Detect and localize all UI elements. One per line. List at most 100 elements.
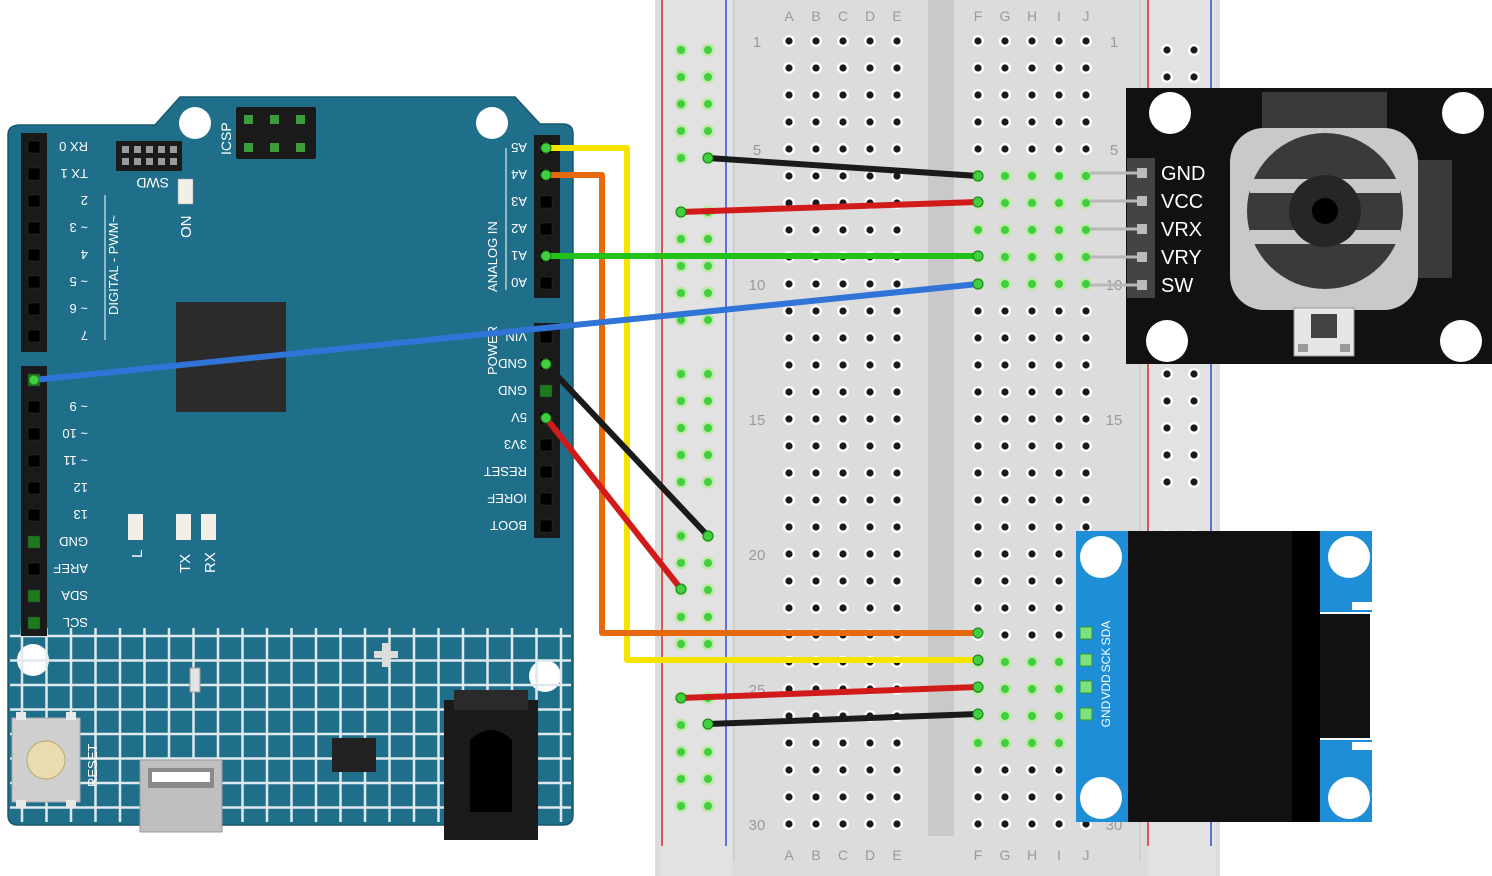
breadboard-hole <box>810 278 822 290</box>
hole-core <box>812 415 820 423</box>
hole-core <box>974 37 982 45</box>
icsp-label: ICSP <box>218 122 234 155</box>
hole-core <box>893 577 901 585</box>
breadboard-hole <box>1053 575 1065 587</box>
analog-header <box>534 135 560 298</box>
hole-core <box>785 334 793 342</box>
hole-active <box>1055 712 1063 720</box>
breadboard-hole <box>998 223 1012 237</box>
breadboard-hole <box>998 277 1012 291</box>
swd-pin <box>170 146 177 153</box>
joystick-mount-hole <box>1146 320 1188 362</box>
digital-pin-label: ~ 5 <box>70 274 88 289</box>
hole-active <box>677 262 685 270</box>
hole-active <box>1055 739 1063 747</box>
wire-endpoint <box>540 169 552 181</box>
breadboard-hole <box>1026 89 1038 101</box>
rail-hole <box>701 448 715 462</box>
breadboard-hole <box>837 359 849 371</box>
hole-core <box>1028 631 1036 639</box>
wire-black-joystick-gnd <box>707 155 979 179</box>
header-pin <box>539 222 553 236</box>
breadboard-hole <box>810 413 822 425</box>
hole-core <box>1082 415 1090 423</box>
hole-core <box>1055 496 1063 504</box>
hole-active <box>1055 172 1063 180</box>
breadboard-hole <box>810 143 822 155</box>
breadboard-hole <box>998 169 1012 183</box>
hole-core <box>812 523 820 531</box>
hole-core <box>839 91 847 99</box>
breadboard-hole <box>810 764 822 776</box>
hole-core <box>839 577 847 585</box>
hole-core <box>1082 145 1090 153</box>
row-label: 1 <box>753 34 761 51</box>
hole-core <box>1082 469 1090 477</box>
breadboard-hole <box>837 170 849 182</box>
column-label: F <box>974 847 983 863</box>
cross-marker-v <box>382 643 390 667</box>
breadboard-hole <box>1026 494 1038 506</box>
digital-pin-label: ~ 10 <box>62 426 88 441</box>
hole-core <box>812 820 820 828</box>
power-pin-label: GND <box>498 383 527 398</box>
reset-button-cap[interactable] <box>26 740 66 780</box>
rail-hole <box>701 772 715 786</box>
breadboard-hole <box>837 548 849 560</box>
breadboard-hole <box>972 305 984 317</box>
breadboard-hole <box>1025 736 1039 750</box>
wire-endpoint <box>540 250 552 262</box>
hole-core <box>974 496 982 504</box>
header-pin <box>539 492 553 506</box>
joystick-pin <box>1137 224 1147 234</box>
hole-active <box>1001 226 1009 234</box>
hole-core <box>866 442 874 450</box>
rail-hole <box>1188 422 1200 434</box>
hole-core <box>1055 793 1063 801</box>
hole-core <box>1055 37 1063 45</box>
breadboard-hole <box>783 575 795 587</box>
breadboard-hole <box>1052 223 1066 237</box>
breadboard-hole <box>864 116 876 128</box>
wire-yellow-a5-sda <box>546 145 978 663</box>
hole-core <box>1001 766 1009 774</box>
hole-core <box>839 604 847 612</box>
hole-active <box>1082 226 1090 234</box>
hole-core <box>839 145 847 153</box>
hole-core <box>893 334 901 342</box>
hole-active <box>677 235 685 243</box>
breadboard-hole <box>891 89 903 101</box>
digital-pin-label: GND <box>59 534 88 549</box>
breadboard-hole <box>972 494 984 506</box>
hole-core <box>893 91 901 99</box>
hole-core <box>812 307 820 315</box>
digital-pin-label: 7 <box>81 328 88 343</box>
wire-endpoint <box>972 681 984 693</box>
header-pin <box>539 384 553 398</box>
breadboard-hole <box>837 791 849 803</box>
hole-core <box>974 523 982 531</box>
power-pin-label: GND <box>498 356 527 371</box>
usb-c-tongue <box>152 772 210 782</box>
hole-core <box>1028 820 1036 828</box>
wire-endpoint <box>675 692 687 704</box>
breadboard-hole <box>1025 709 1039 723</box>
breadboard-hole <box>1080 359 1092 371</box>
breadboard-hole <box>864 521 876 533</box>
oled-mount-hole <box>1328 536 1370 578</box>
hole-core <box>1001 496 1009 504</box>
hole-active <box>1028 253 1036 261</box>
column-label: A <box>784 8 794 24</box>
wire-endpoint <box>972 278 984 290</box>
wire-endpoint <box>675 206 687 218</box>
breadboard-hole <box>783 224 795 236</box>
breadboard-hole <box>1026 332 1038 344</box>
small-component <box>189 667 201 693</box>
breadboard-hole <box>1053 818 1065 830</box>
breadboard-hole <box>1053 35 1065 47</box>
hole-core <box>785 145 793 153</box>
hole-core <box>974 793 982 801</box>
breadboard-hole <box>864 62 876 74</box>
breadboard-hole <box>1053 116 1065 128</box>
row-label: 10 <box>749 277 766 294</box>
